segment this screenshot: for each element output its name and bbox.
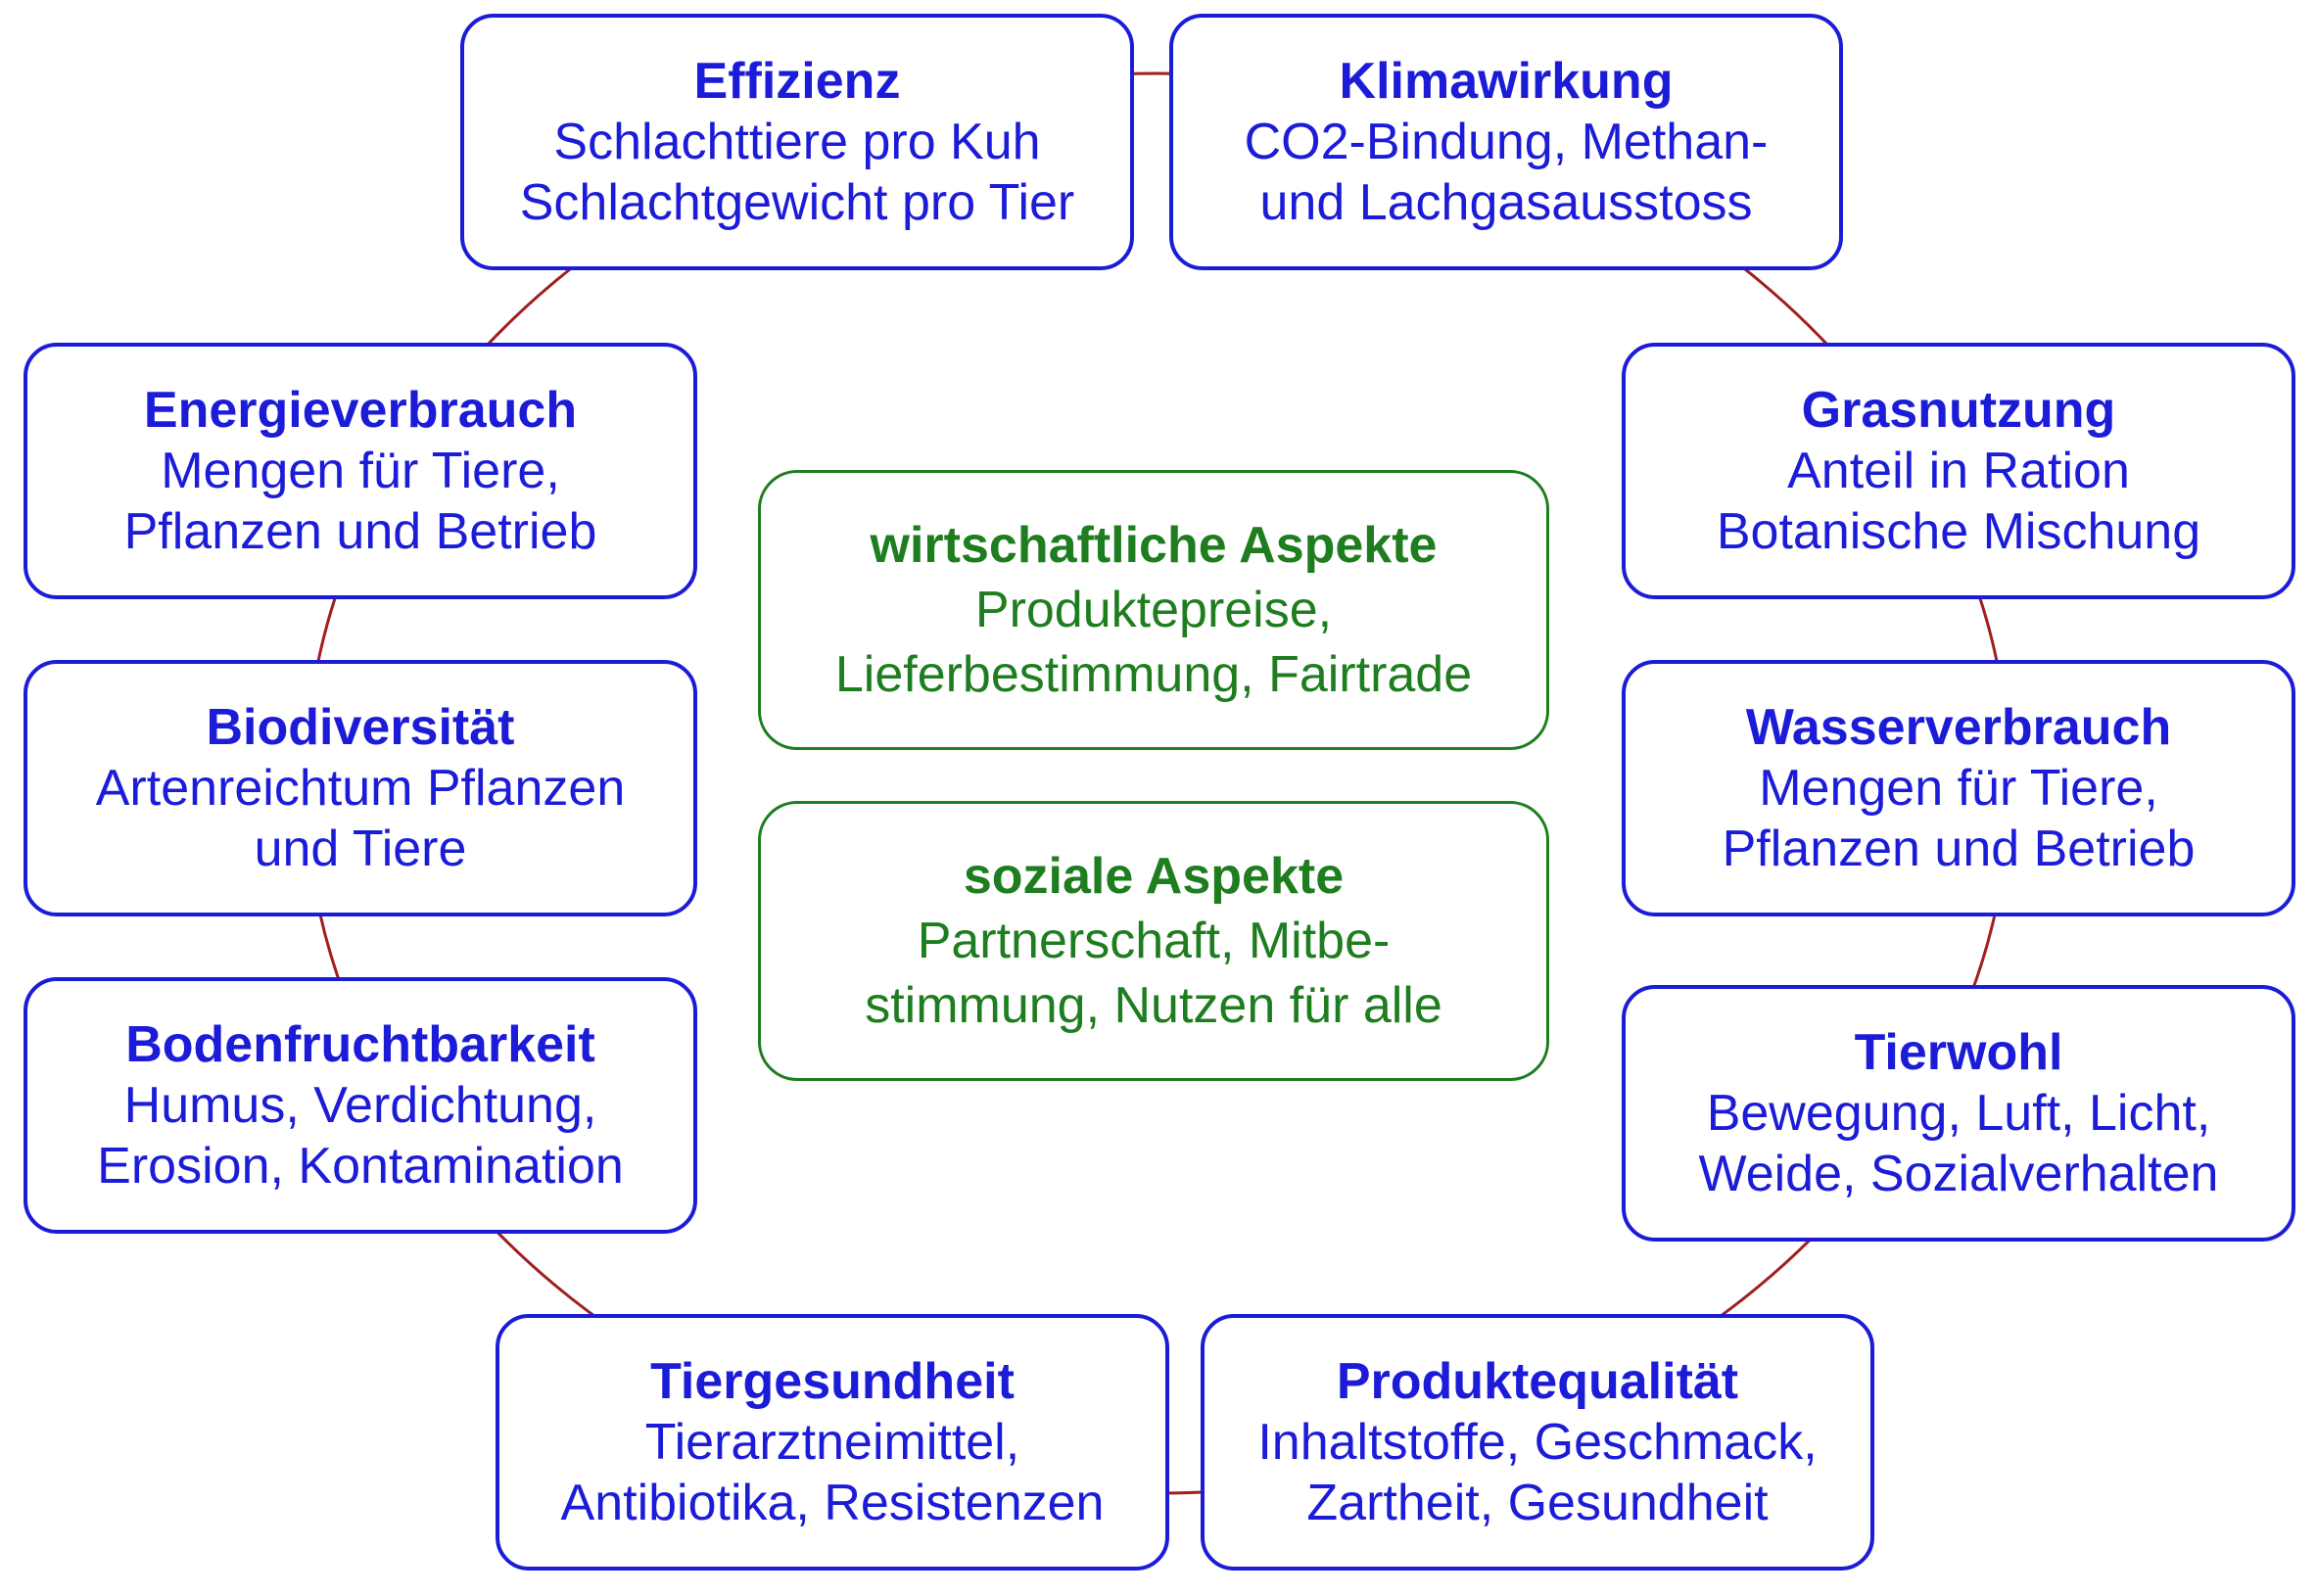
indicator-effizienz: Effizienz Schlachttiere pro Kuh Schlacht… <box>460 14 1134 270</box>
indicator-line: Erosion, Kontamination <box>97 1138 624 1195</box>
indicator-line: Humus, Verdichtung, <box>123 1077 597 1134</box>
indicator-wasserverbrauch: Wasserverbrauch Mengen für Tiere, Pflanz… <box>1622 660 2295 916</box>
indicator-line: Zartheit, Gesundheit <box>1306 1475 1769 1531</box>
indicator-grasnutzung: Grasnutzung Anteil in Ration Botanische … <box>1622 343 2295 599</box>
indicator-line: Inhaltstoffe, Geschmack, <box>1257 1414 1818 1471</box>
indicator-line: Mengen für Tiere, <box>1759 760 2158 817</box>
aspect-line: Produktepreise, <box>974 582 1333 638</box>
aspect-line: stimmung, Nutzen für alle <box>865 977 1442 1034</box>
indicator-tiergesundheit: Tiergesundheit Tierarztneimittel, Antibi… <box>496 1314 1169 1571</box>
indicator-line: Pflanzen und Betrieb <box>123 503 597 560</box>
indicator-line: Pflanzen und Betrieb <box>1722 821 2196 877</box>
indicator-title: Produktequalität <box>1336 1353 1739 1410</box>
indicator-line: Schlachtgewicht pro Tier <box>519 174 1075 231</box>
aspect-title: soziale Aspekte <box>963 848 1345 905</box>
indicator-line: Artenreichtum Pflanzen <box>95 760 626 817</box>
indicator-tierwohl: Tierwohl Bewegung, Luft, Licht, Weide, S… <box>1622 985 2295 1242</box>
indicator-biodiversitaet: Biodiversität Artenreichtum Pflanzen und… <box>24 660 697 916</box>
indicator-title: Biodiversität <box>206 699 515 756</box>
aspect-wirtschaftlich: wirtschaftliche Aspekte Produktepreise, … <box>758 470 1549 750</box>
indicator-line: Anteil in Ration <box>1787 443 2130 499</box>
aspect-line: Partnerschaft, Mitbe- <box>917 913 1391 969</box>
indicator-title: Effizienz <box>693 53 901 110</box>
indicator-energieverbrauch: Energieverbrauch Mengen für Tiere, Pflan… <box>24 343 697 599</box>
indicator-title: Tiergesundheit <box>650 1353 1015 1410</box>
aspect-line: Lieferbestimmung, Fairtrade <box>834 646 1473 703</box>
indicator-produktequalitaet: Produktequalität Inhaltstoffe, Geschmack… <box>1201 1314 1874 1571</box>
indicator-line: Bewegung, Luft, Licht, <box>1706 1085 2211 1142</box>
indicator-title: Bodenfruchtbarkeit <box>125 1016 595 1073</box>
indicator-title: Grasnutzung <box>1801 382 2116 439</box>
indicator-line: und Tiere <box>254 821 467 877</box>
indicator-line: Weide, Sozialverhalten <box>1698 1146 2219 1202</box>
indicator-line: Schlachttiere pro Kuh <box>553 114 1041 170</box>
indicator-line: und Lachgasausstoss <box>1259 174 1753 231</box>
indicator-title: Tierwohl <box>1854 1024 2063 1081</box>
indicator-line: Tierarztneimittel, <box>644 1414 1020 1471</box>
aspect-title: wirtschaftliche Aspekte <box>870 517 1438 574</box>
indicator-title: Wasserverbrauch <box>1745 699 2172 756</box>
indicator-line: Antibiotika, Resistenzen <box>560 1475 1105 1531</box>
indicator-bodenfruchtbarkeit: Bodenfruchtbarkeit Humus, Verdichtung, E… <box>24 977 697 1234</box>
indicator-line: Mengen für Tiere, <box>161 443 560 499</box>
indicator-title: Energieverbrauch <box>143 382 578 439</box>
aspect-sozial: soziale Aspekte Partnerschaft, Mitbe- st… <box>758 801 1549 1081</box>
indicator-line: CO2-Bindung, Methan- <box>1244 114 1769 170</box>
indicator-line: Botanische Mischung <box>1716 503 2201 560</box>
indicator-title: Klimawirkung <box>1339 53 1674 110</box>
indicator-klimawirkung: Klimawirkung CO2-Bindung, Methan- und La… <box>1169 14 1843 270</box>
